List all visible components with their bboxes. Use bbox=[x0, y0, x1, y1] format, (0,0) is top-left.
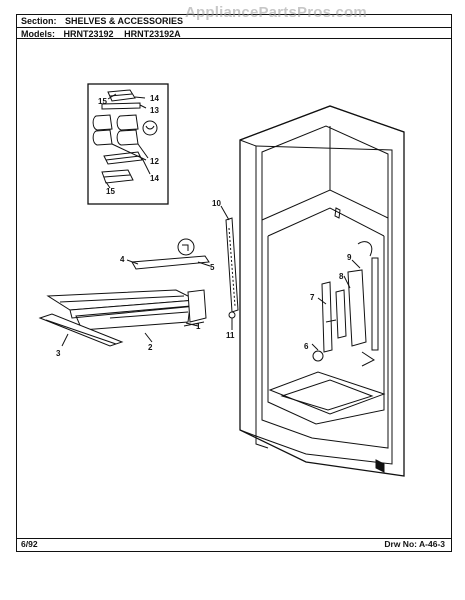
model-number-1: HRNT23192 bbox=[63, 29, 114, 39]
drawing-number: Drw No: A-46-3 bbox=[384, 539, 445, 549]
callout-15-top: 15 bbox=[98, 97, 107, 106]
callout-5: 5 bbox=[210, 263, 215, 272]
callout-4: 4 bbox=[120, 255, 125, 264]
callout-13: 13 bbox=[150, 106, 159, 115]
callout-7: 7 bbox=[310, 293, 315, 302]
watermark: AppliancePartsPros.com bbox=[185, 4, 367, 21]
callout-1: 1 bbox=[196, 322, 201, 331]
callout-2: 2 bbox=[148, 343, 153, 352]
callout-labels: 1 2 3 4 5 6 7 8 9 10 11 12 13 14 14 15 1… bbox=[56, 94, 352, 358]
parts-sheet: Section: SHELVES & ACCESSORIES Models: H… bbox=[16, 14, 452, 552]
callout-3: 3 bbox=[56, 349, 61, 358]
section-header: Section: SHELVES & ACCESSORIES bbox=[17, 15, 451, 27]
callout-11: 11 bbox=[226, 331, 235, 340]
section-label: Section: bbox=[21, 16, 57, 26]
refrigerator-cabinet bbox=[239, 105, 405, 477]
callout-15-bottom: 15 bbox=[106, 187, 115, 196]
callout-14-bottom: 14 bbox=[150, 174, 159, 183]
footer-date: 6/92 bbox=[21, 539, 38, 549]
section-value: SHELVES & ACCESSORIES bbox=[65, 16, 184, 26]
callout-10: 10 bbox=[212, 199, 221, 208]
callout-12: 12 bbox=[150, 157, 159, 166]
callout-8: 8 bbox=[339, 272, 344, 281]
callout-6: 6 bbox=[304, 342, 309, 351]
shelf-assembly bbox=[38, 238, 211, 347]
inset-detail bbox=[87, 83, 169, 205]
callout-9: 9 bbox=[347, 253, 352, 262]
footer: 6/92 Drw No: A-46-3 bbox=[17, 538, 451, 551]
model-number-2: HRNT23192A bbox=[124, 29, 181, 39]
callout-14-top: 14 bbox=[150, 94, 159, 103]
mounting-rail bbox=[220, 205, 239, 330]
models-header: Models: HRNT23192 HRNT23192A bbox=[17, 27, 451, 39]
models-label: Models: bbox=[21, 29, 56, 39]
